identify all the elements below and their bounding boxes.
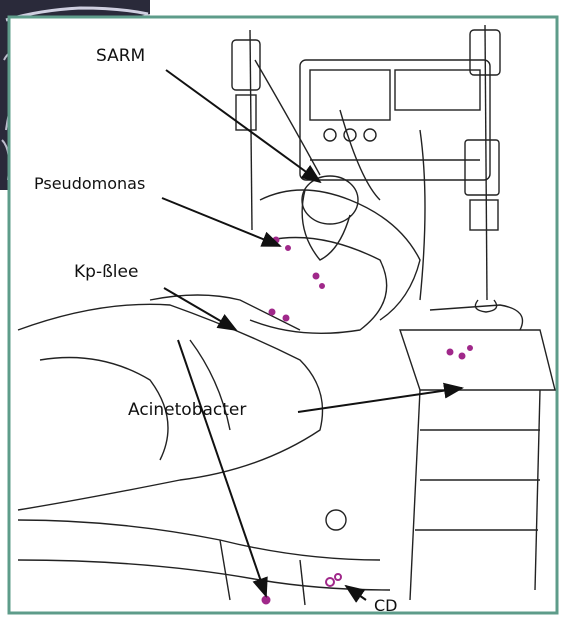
label-pseudomonas: Pseudomonas	[34, 176, 145, 192]
label-cd: CD	[374, 598, 398, 614]
label-acinetobacter: Acinetobacter	[128, 402, 246, 419]
label-kp-blee: Kp-ßlee	[74, 264, 138, 281]
cd-spot	[262, 596, 270, 604]
image-frame	[9, 17, 557, 613]
label-sarm: SARM	[96, 48, 145, 65]
